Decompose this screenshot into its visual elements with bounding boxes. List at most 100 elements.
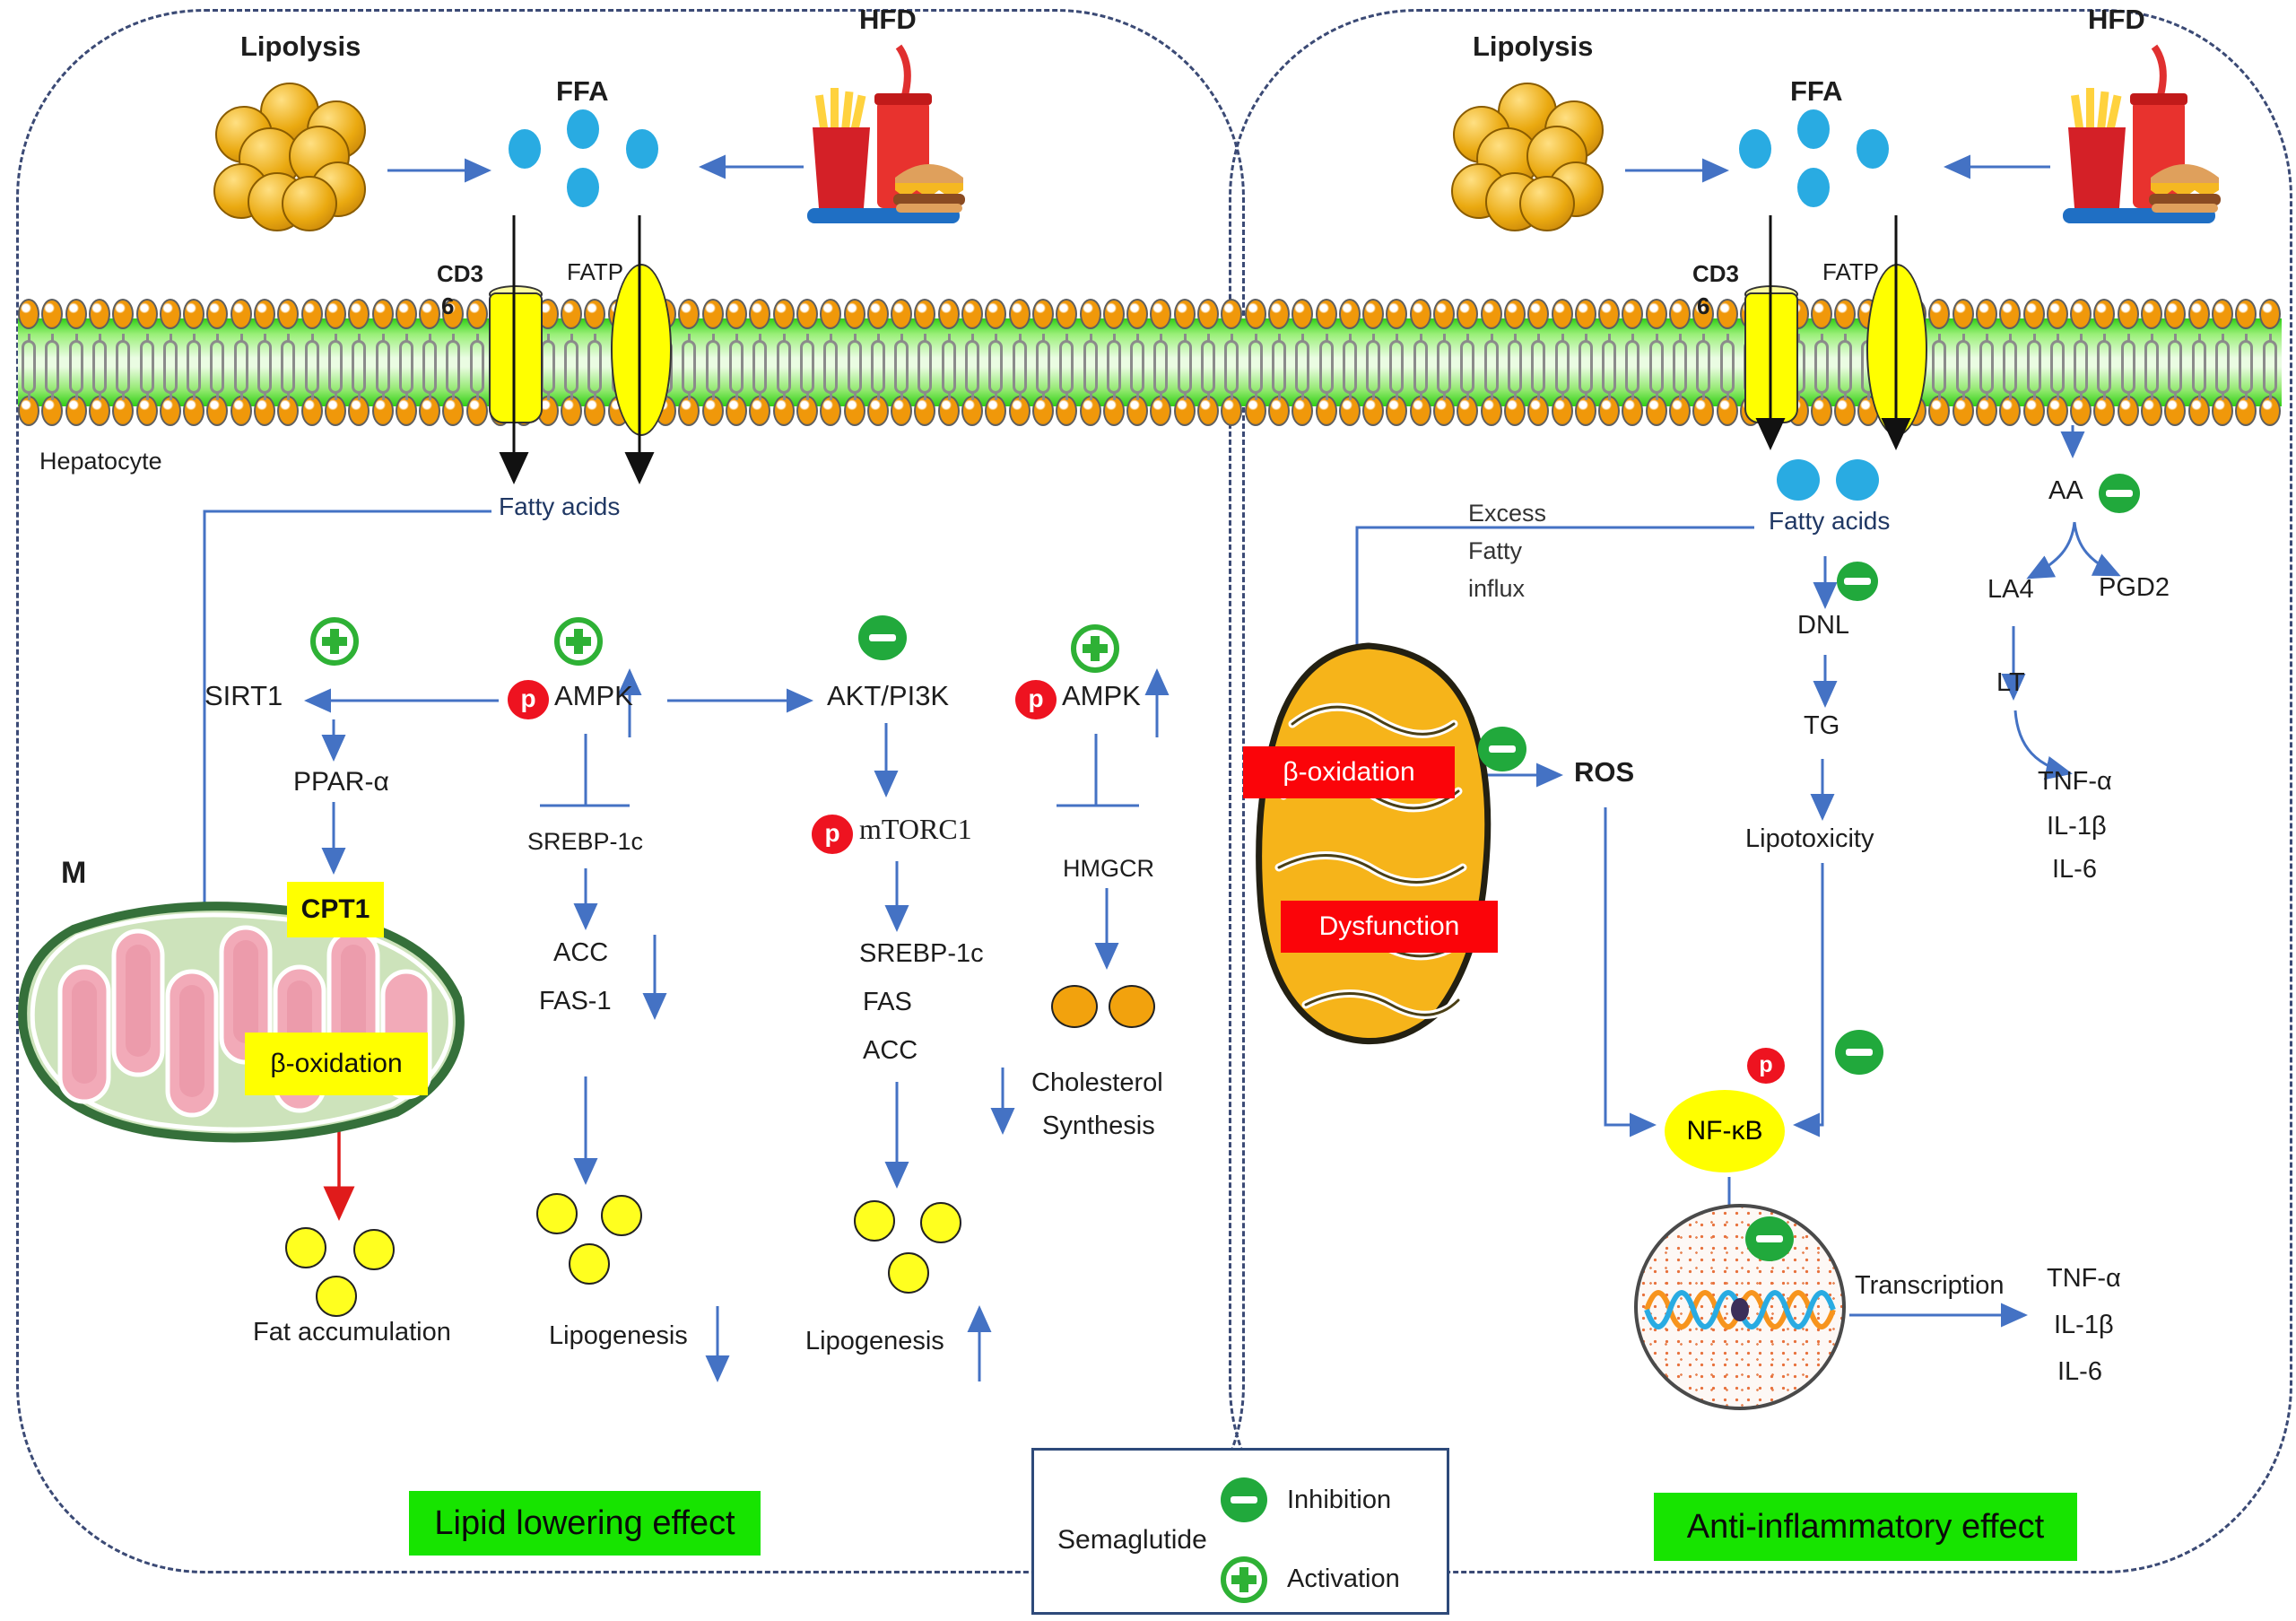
lipid-tail: [68, 365, 83, 400]
fatp-transporter-right: [1866, 264, 1927, 436]
lipid-head: [1315, 396, 1337, 426]
lipid-tail: [91, 334, 107, 369]
lipid-tail: [563, 365, 578, 400]
fatty-acids-label-left: Fatty acids: [499, 492, 621, 520]
lipid-tail: [375, 365, 390, 400]
lipid-head: [1716, 396, 1738, 426]
lipid-tail: [1035, 365, 1050, 400]
lipid-tail: [1838, 334, 1853, 369]
lipid-head: [18, 396, 39, 426]
lipid-head: [560, 299, 582, 329]
lipid-head: [866, 299, 889, 329]
lipid-tail: [116, 334, 131, 369]
lipid-head: [1480, 299, 1502, 329]
lipid-tail: [1673, 365, 1687, 400]
nfkb-node: NF-κB: [1665, 1090, 1785, 1172]
lipid-head: [1669, 299, 1691, 329]
lipid-head: [1622, 396, 1644, 426]
lipid-tail: [1578, 334, 1593, 369]
transcription-label: Transcription: [1855, 1271, 2005, 1300]
lipid-tail: [682, 365, 697, 400]
lipid-head: [1928, 299, 1951, 329]
lipid-head: [1598, 396, 1621, 426]
lipid-tail: [2120, 365, 2135, 400]
lipid-tail: [563, 334, 578, 369]
lipid-tail: [327, 334, 343, 369]
lipid-tail: [1224, 365, 1239, 400]
akt-pi3k-label: AKT/PI3K: [827, 680, 950, 711]
ampk-label: AMPK: [554, 680, 633, 711]
lipid-droplet: [569, 1243, 610, 1285]
lipid-tail: [1389, 334, 1405, 369]
beta-oxidation-box-right: β-oxidation: [1243, 746, 1455, 798]
lipid-head: [1645, 299, 1667, 329]
ffa-dot: [626, 129, 658, 169]
lipid-head: [419, 299, 441, 329]
lipid-head: [937, 299, 960, 329]
phospho-badge: p: [508, 680, 549, 719]
lipid-tail: [281, 365, 296, 400]
lipid-tail: [139, 334, 154, 369]
lipid-head: [701, 299, 724, 329]
cholesterol-label-line1: Cholesterol: [1031, 1068, 1163, 1097]
lipid-tail: [1838, 365, 1853, 400]
lipid-tail: [22, 365, 36, 400]
cpt1-box: CPT1: [287, 882, 384, 937]
lipid-head: [1386, 396, 1408, 426]
fas1-label: FAS-1: [539, 987, 612, 1015]
lipid-tail: [1342, 365, 1357, 400]
hfd-food-icon-right: [2063, 44, 2221, 223]
lipid-head: [1952, 396, 1974, 426]
lipid-tail: [1342, 334, 1357, 369]
lipid-head: [2022, 396, 2045, 426]
lipid-head: [1221, 299, 1243, 329]
lipid-head: [749, 299, 771, 329]
lipid-tail: [1413, 334, 1428, 369]
activation-icon: [554, 617, 603, 666]
lipid-head: [1551, 299, 1573, 329]
acc-label: ACC: [553, 938, 609, 967]
lipid-head: [465, 396, 488, 426]
lipid-tail: [139, 365, 154, 400]
lipid-tail: [1813, 365, 1829, 400]
lipid-head: [1574, 299, 1596, 329]
lipid-head: [206, 396, 229, 426]
lipid-tail: [587, 365, 603, 400]
lipid-head: [1386, 299, 1408, 329]
lipid-tail: [2097, 334, 2112, 369]
lipid-tail: [1366, 334, 1381, 369]
lipid-tail: [2262, 365, 2277, 400]
ffa-dot: [509, 129, 541, 169]
lipid-tail: [988, 365, 1004, 400]
phospho-badge: p: [812, 815, 853, 854]
lipid-tail: [799, 334, 814, 369]
lipid-tail: [2214, 365, 2230, 400]
lipid-tail: [1059, 334, 1074, 369]
lipid-head: [1975, 299, 1997, 329]
lipid-tail: [2191, 334, 2206, 369]
lipid-tail: [1012, 334, 1027, 369]
lipid-head: [1810, 299, 1832, 329]
lipid-head: [2258, 299, 2281, 329]
lipid-droplet: [601, 1195, 642, 1236]
lipolysis-label-left: Lipolysis: [240, 31, 361, 62]
lipid-tail: [1437, 334, 1451, 369]
cytokine-upper-line3: IL-6: [2052, 855, 2097, 884]
inhibition-icon: [1745, 1216, 1794, 1261]
lipid-tail: [2097, 365, 2112, 400]
lipid-head: [2258, 396, 2281, 426]
lipid-tail: [1248, 334, 1263, 369]
lipid-tail: [1153, 334, 1169, 369]
lipid-tail: [1460, 365, 1475, 400]
lipid-head: [371, 396, 394, 426]
lipid-head: [937, 396, 960, 426]
lipid-head: [1362, 299, 1385, 329]
lipogenesis-up-label: Lipogenesis: [805, 1327, 944, 1355]
legend-activation-label: Activation: [1287, 1564, 1400, 1593]
lipid-tail: [1932, 334, 1947, 369]
lipid-tail: [705, 334, 720, 369]
lipid-tail: [1955, 365, 1970, 400]
lipid-head: [348, 396, 370, 426]
lipid-head: [2211, 299, 2233, 329]
